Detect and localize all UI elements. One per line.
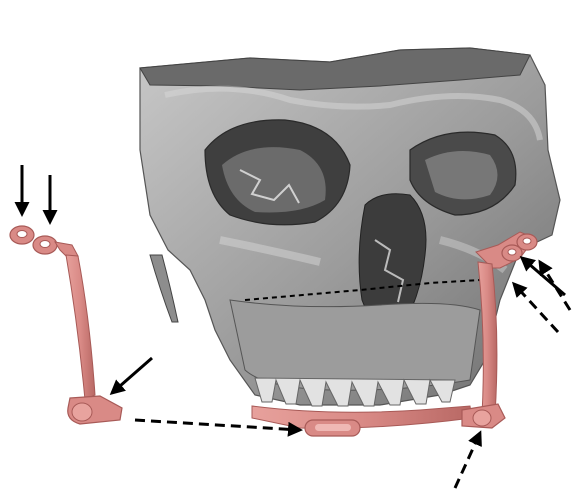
occlusal-splint (252, 406, 472, 436)
arrow-to-left-foot (112, 358, 152, 393)
arrow-dashed-right-1 (514, 284, 558, 332)
left-surgical-guide (10, 226, 122, 424)
arrow-dashed-bottom (455, 433, 480, 488)
